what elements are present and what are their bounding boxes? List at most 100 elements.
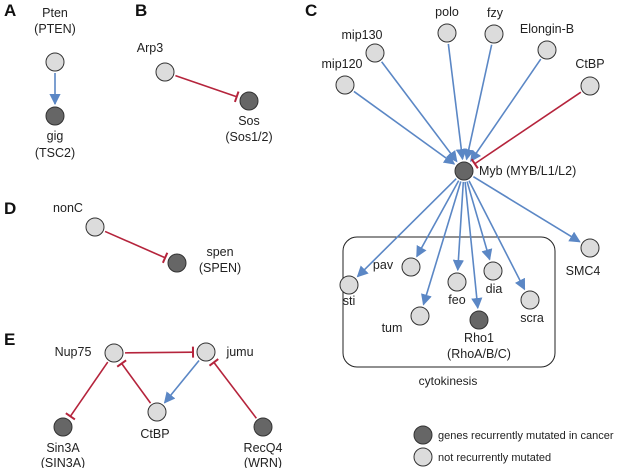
gene-node-circle [580,76,600,96]
gene-node-circle [484,24,504,44]
cytokinesis-group-box [342,236,556,368]
gene-label: gig [47,129,64,143]
node-smc4: SMC4 [566,238,601,278]
edge-arp3-sos [175,74,240,103]
gene-label: feo [448,293,465,307]
gene-label: dia [486,282,503,296]
node-scra: scra [520,290,544,325]
edge-jumu-ctbp_e [163,360,200,404]
gene-node-circle [520,290,540,310]
activation-arrow [466,181,493,261]
activation-arrow [464,181,483,310]
legend-label: genes recurrently mutated in cancer [438,430,614,442]
legend-label: not recurrently mutated [438,452,551,464]
legend-swatch [413,447,433,467]
gene-label: scra [520,311,544,325]
activation-arrow [470,58,542,163]
human-ortholog-label: (SPEN) [199,261,241,275]
panel-letter-e: E [4,330,15,349]
panel-letter-c: C [305,1,317,20]
cytokinesis-group-label: cytokinesis [419,374,478,388]
activation-arrow [416,180,460,258]
panel-letter-a: A [4,1,16,20]
activation-arrow [472,176,581,243]
activation-arrow [380,61,458,163]
inhibition-bar [116,359,127,368]
edge-ctbp_c-myb [470,91,582,169]
gene-label: SMC4 [566,264,601,278]
gene-label: Nup75 [55,345,92,359]
node-mip120: mip120 [322,57,363,95]
node-pav: pav [373,257,421,277]
activation-arrow [452,181,465,272]
gene-node-circle [483,261,503,281]
node-gig: gig (TSC2) [35,106,75,160]
gene-node-circle [437,23,457,43]
gene-node-circle [196,342,216,362]
node-elonginb: Elongin-B [520,22,574,60]
gene-node-circle [454,161,474,181]
edge-myb-scra [468,180,526,291]
gene-node-circle [104,343,124,363]
gene-label: pav [373,258,394,272]
edge-mip130-myb [380,61,458,163]
edge-myb-rho1 [464,181,483,310]
gene-node-circle [147,402,167,422]
node-nup75: Nup75 [55,343,124,363]
inhibition-bar [233,91,240,103]
gene-node-circle [447,272,467,292]
gene-node-circle [45,106,65,126]
node-mip130: mip130 [342,28,385,63]
edge-nonc-spen [104,230,169,264]
gene-label: mip120 [322,57,363,71]
node-sin3a: Sin3A(SIN3A) [41,417,85,468]
edge-recq4-jumu [208,358,257,419]
node-nonc: nonC [53,201,105,237]
gene-label: jumu [225,345,253,359]
gene-node-circle [155,62,175,82]
gene-node-circle [401,257,421,277]
node-arp3: Arp3 [137,41,175,82]
legend-swatch [413,425,433,445]
node-fzy: fzy [484,6,504,44]
gene-node-circle [469,310,489,330]
node-sos: Sos(Sos1/2) [225,91,273,144]
gene-label: tum [382,321,403,335]
gene-label: fzy [487,6,504,20]
inhibition-bar [208,358,219,367]
activation-arrow [421,181,462,306]
edge-ctbp_e-nup75 [116,359,152,404]
node-pten: Pten(PTEN) [34,6,76,72]
inhibition-line [175,74,237,98]
edge-myb-smc4 [472,176,581,243]
activation-arrow [356,178,457,278]
activation-arrow [353,90,456,165]
human-ortholog-label: (TSC2) [35,146,75,160]
gene-node-circle [335,75,355,95]
edge-elonginb-myb [470,58,542,163]
human-ortholog-label: (PTEN) [34,22,76,36]
gene-label: Sos [238,114,260,128]
inhibition-line [121,363,152,404]
inhibition-line [124,351,194,354]
gene-node-circle [167,253,187,273]
inhibition-line [474,91,582,165]
edge-myb-dia [466,181,493,261]
node-recq4: RecQ4(WRN) [244,417,282,468]
edge-myb-feo [452,181,465,272]
inhibition-bar [65,412,76,421]
node-spen: spen(SPEN) [167,245,241,275]
gene-node-circle [537,40,557,60]
edge-fzy-myb [463,44,493,161]
human-ortholog-label: (SIN3A) [41,456,85,468]
edge-nup75-jumu [124,346,195,358]
human-ortholog-label: (WRN) [244,456,282,468]
activation-arrow [163,360,200,404]
inhibition-bar [470,158,479,169]
node-dia: dia [483,261,503,296]
node-ctbp_c: CtBP [575,57,605,96]
edge-nup75-sin3a [65,361,109,421]
gene-node-circle [339,275,359,295]
inhibition-line [213,361,257,419]
